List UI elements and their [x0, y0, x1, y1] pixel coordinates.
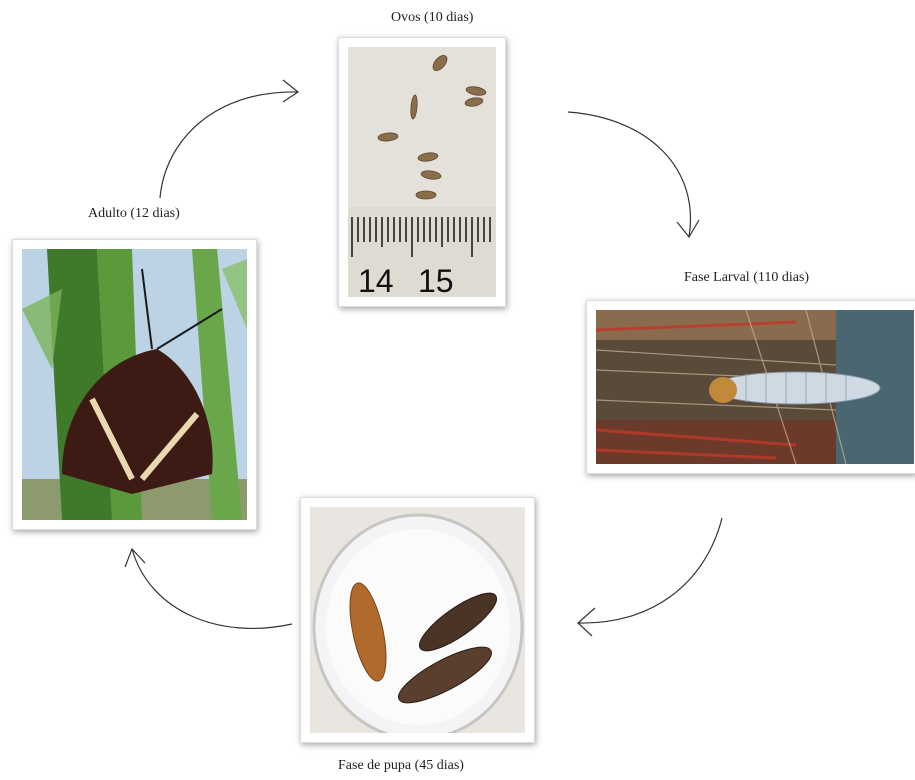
arrow-adult-to-eggs [160, 80, 298, 198]
arrow-larva-to-pupa [578, 518, 722, 636]
arrow-pupa-to-adult [125, 549, 292, 628]
arrow-eggs-to-larva [568, 112, 699, 237]
